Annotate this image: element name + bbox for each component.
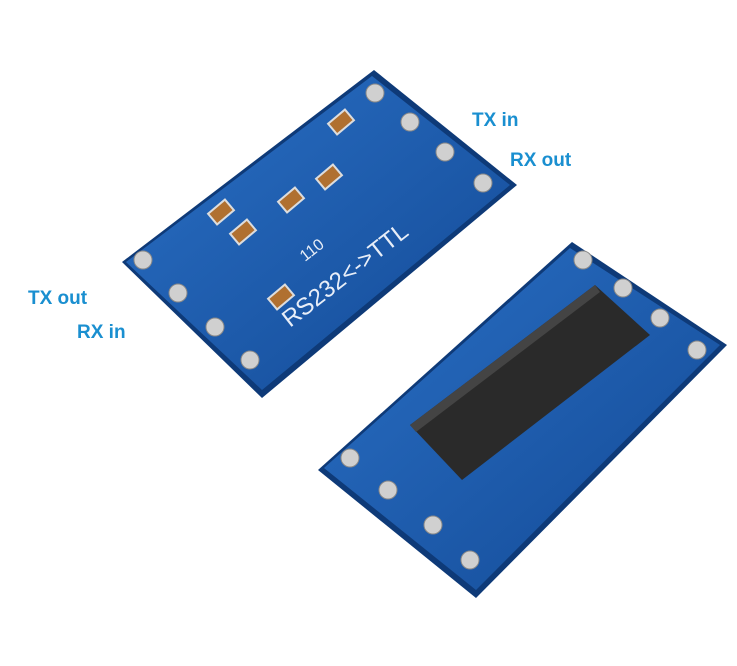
ic-chip bbox=[410, 285, 650, 480]
capacitors bbox=[206, 108, 356, 311]
label-tx-in: TX in bbox=[472, 110, 519, 131]
header-pads bbox=[133, 83, 493, 370]
pcb-back-board: RS232<->TTL 110 bbox=[122, 70, 517, 398]
label-tx-out: TX out bbox=[28, 288, 88, 309]
label-rx-out: RX out bbox=[510, 150, 572, 171]
header-pads bbox=[340, 250, 707, 570]
pcb-front-board bbox=[318, 242, 727, 598]
label-rx-in: RX in bbox=[77, 322, 126, 343]
